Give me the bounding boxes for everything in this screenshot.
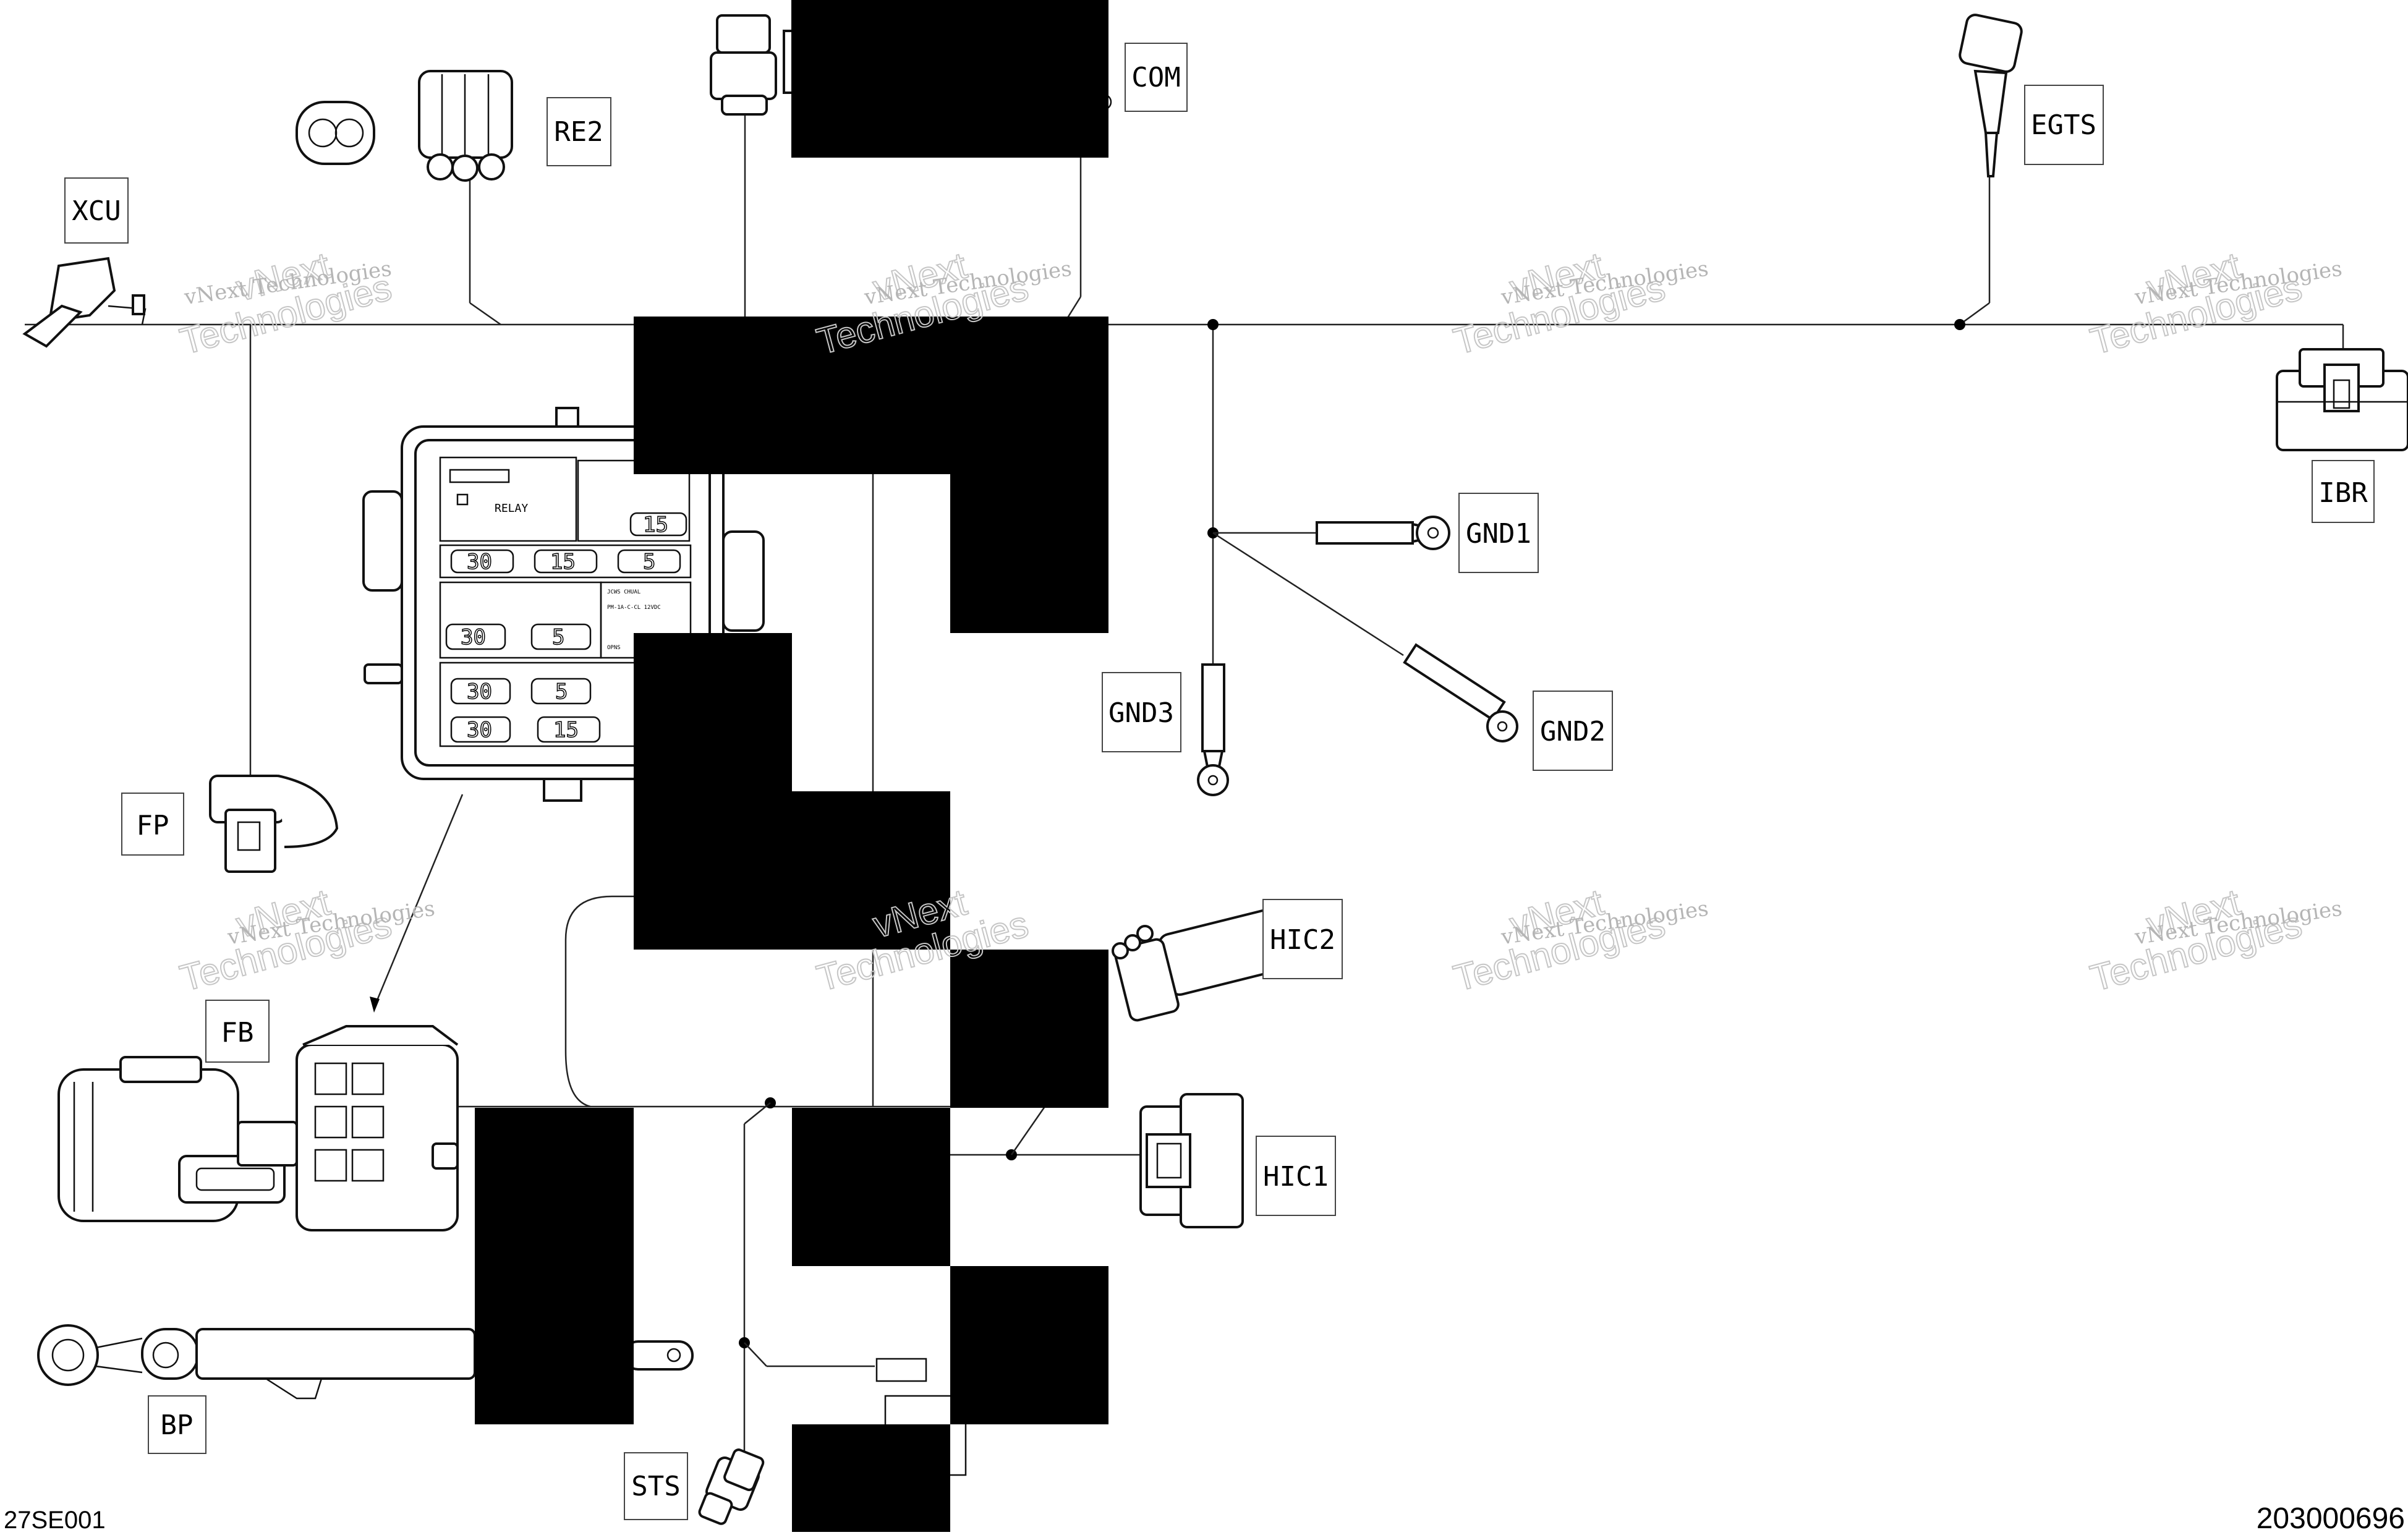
egts-sensor xyxy=(1959,14,2023,177)
label-fb: FB xyxy=(205,1000,270,1063)
gnd1-terminal xyxy=(1316,516,1450,550)
fusebox-spec-1: JCWS CHUAL xyxy=(607,589,640,595)
label-bp-text: BP xyxy=(161,1410,194,1441)
fuse-8: 5 xyxy=(555,679,568,704)
label-gnd3-text: GND3 xyxy=(1108,697,1174,729)
re2-connector xyxy=(296,70,513,182)
redaction-block xyxy=(950,474,1108,633)
fusebox-relay-text: RELAY xyxy=(495,502,528,515)
redaction-block xyxy=(634,317,1108,474)
label-egts: EGTS xyxy=(2024,85,2104,165)
redaction-block xyxy=(792,1108,950,1266)
redaction-block xyxy=(950,1266,1108,1424)
fuse-4: 15 xyxy=(643,512,668,537)
label-gnd1-text: GND1 xyxy=(1466,518,1531,550)
redaction-block xyxy=(791,0,1108,158)
redaction-blocks xyxy=(475,0,1108,1532)
sts-branch-wire xyxy=(744,1342,767,1367)
redaction-block xyxy=(792,1424,950,1532)
fuse-9: 30 xyxy=(467,718,492,742)
re2-wire-bend xyxy=(469,302,501,326)
label-hic1-text: HIC1 xyxy=(1263,1161,1329,1193)
label-bp: BP xyxy=(148,1395,206,1454)
xcu-connector xyxy=(22,257,147,348)
label-sts: STS xyxy=(624,1452,688,1520)
gnd2-wire xyxy=(1212,532,1404,657)
ibr-connector xyxy=(2276,348,2408,451)
label-hic1: HIC1 xyxy=(1256,1136,1336,1216)
fusebox-spec-2: PM-1A-C-CL 12VDC xyxy=(607,605,661,611)
label-fb-text: FB xyxy=(221,1017,254,1048)
label-com-text: COM xyxy=(1131,62,1180,93)
egts-junction xyxy=(1954,319,1965,330)
label-gnd3: GND3 xyxy=(1102,672,1181,752)
fusebox-spec-3: OPNS xyxy=(607,645,621,651)
label-re2: RE2 xyxy=(547,97,611,166)
sts-sensor xyxy=(698,1448,765,1525)
fb-connector xyxy=(57,1025,459,1231)
label-egts-text: EGTS xyxy=(2031,109,2096,141)
footer-left-code: 27SE001 xyxy=(4,1507,106,1532)
hic1-connector xyxy=(1139,1093,1244,1228)
fusebox-pointer-arrow xyxy=(370,997,380,1013)
redaction-block xyxy=(475,1108,634,1424)
label-ibr-text: IBR xyxy=(2318,477,2368,509)
fb-loop-wire xyxy=(564,895,637,1108)
gnd3-terminal xyxy=(1197,663,1229,796)
label-gnd1: GND1 xyxy=(1458,493,1539,573)
gnd2-terminal xyxy=(1403,643,1518,742)
label-gnd2: GND2 xyxy=(1533,691,1613,771)
fusebox-pointer xyxy=(373,794,464,1008)
footer-right-code: 203000696 xyxy=(2257,1502,2405,1532)
bp-terminal xyxy=(37,1324,694,1400)
redaction-block xyxy=(950,950,1108,1108)
label-xcu: XCU xyxy=(64,177,129,244)
label-fp-text: FP xyxy=(137,810,169,841)
component-labels: COM EGTS RE2 XCU IBR GND1 GND2 GND3 xyxy=(64,43,2375,1520)
hic2-connector xyxy=(1112,908,1291,1022)
fuse-5: 30 xyxy=(461,625,486,650)
fuse-3: 5 xyxy=(643,550,655,574)
ground-junction-top xyxy=(1207,319,1219,330)
label-fp: FP xyxy=(121,793,184,856)
label-com: COM xyxy=(1125,43,1188,112)
redaction-block xyxy=(634,791,950,950)
com-connector xyxy=(710,14,1112,116)
label-gnd2-text: GND2 xyxy=(1540,716,1606,747)
egts-wire-bend xyxy=(1959,302,1990,326)
fuse-7: 30 xyxy=(467,679,492,704)
parts: RELAY JCWS CHUAL PM-1A-C-CL 12VDC OPNS 3… xyxy=(22,14,2408,1525)
label-re2-text: RE2 xyxy=(554,116,603,148)
redaction-block xyxy=(634,633,792,791)
label-ibr: IBR xyxy=(2312,460,2375,523)
fuse-10: 15 xyxy=(553,718,579,742)
fuse-6: 5 xyxy=(552,625,564,650)
lower-terminal xyxy=(875,1358,927,1382)
label-sts-text: STS xyxy=(631,1471,680,1502)
label-hic2-text: HIC2 xyxy=(1270,924,1335,956)
label-hic2: HIC2 xyxy=(1262,899,1343,979)
hic1-wire-bend xyxy=(1010,1106,1046,1155)
fuse-2: 15 xyxy=(550,550,576,574)
label-xcu-text: XCU xyxy=(72,195,121,227)
sts-wire-bend xyxy=(744,1102,771,1125)
fuse-1: 30 xyxy=(467,550,492,574)
fp-connector xyxy=(209,775,339,873)
fuse-slots: 30 15 5 15 30 5 30 5 30 15 xyxy=(445,512,687,743)
